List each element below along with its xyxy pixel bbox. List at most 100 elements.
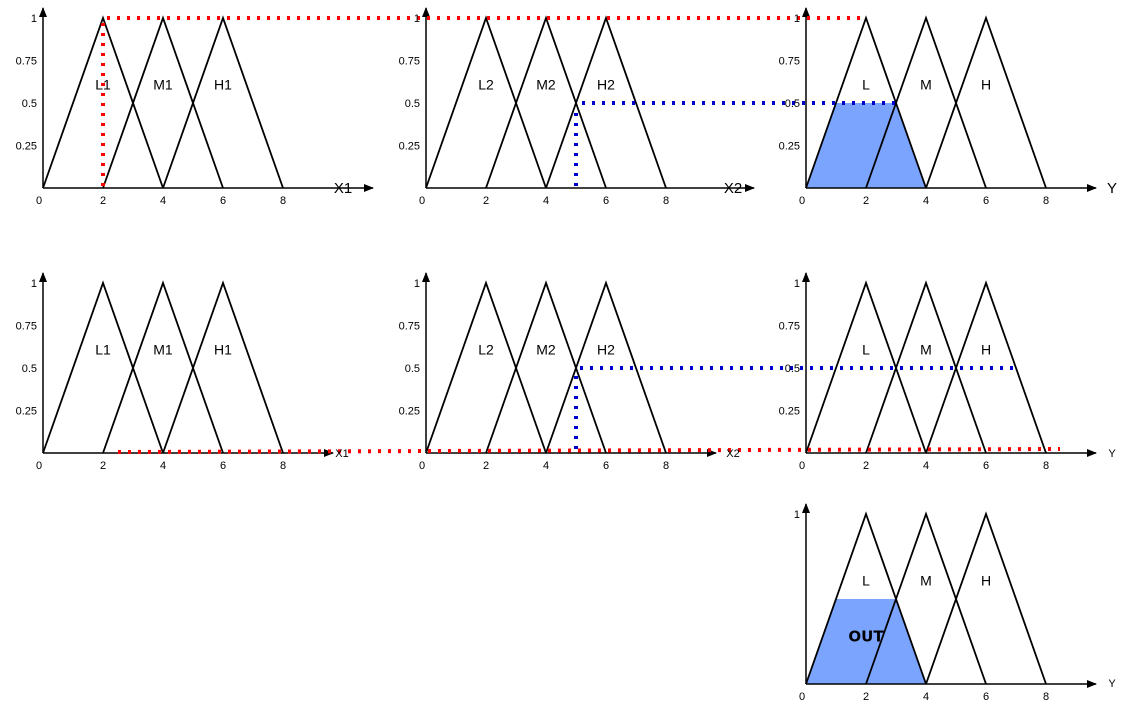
panel-r2-x1 [39,272,334,457]
panel-r2-y-y-tick: 0.25 [779,406,800,418]
panel-out-y-clipped-area [806,599,926,684]
panel-out-y-mf-M [865,511,987,685]
panel-r1-y [802,7,1097,192]
panel-r1-y-set-label-H: H [981,76,991,92]
panel-r2-x2-y-tick: 0.25 [399,406,420,418]
panel-r1-x2-x-tick: 0 [419,195,425,207]
panel-r2-y-mf-M [865,280,987,454]
panel-r2-y-x-tick: 8 [1043,460,1049,472]
panel-r1-x1-axis-label: X1 [334,180,352,197]
panel-r1-y-y-tick: 0.25 [779,141,800,153]
panel-r1-y-mf-M [865,15,987,189]
panel-r2-x1-x-tick: 4 [160,460,166,472]
panel-r1-x1-y-tick: 0.25 [16,141,37,153]
panel-r2-x2-set-label-H2: H2 [597,341,615,357]
panel-r1-x2-mf-L2 [425,15,547,189]
panel-r1-y-x-tick: 6 [983,195,989,207]
panel-r2-x2-axis-label: X2 [726,448,739,460]
panel-r2-y-y-tick: 1 [794,278,800,290]
panel-out-y-x-tick: 8 [1043,691,1049,703]
panel-r1-y-axis-label: Y [1107,180,1117,197]
panel-r1-x1-set-label-L1: L1 [95,76,111,92]
panel-r2-y-set-label-M: M [920,341,932,357]
panel-r1-x2-mf-H2 [545,15,667,189]
panel-r1-y-set-label-L: L [862,76,870,92]
panel-r2-x1-x-tick: 2 [100,460,106,472]
panel-r2-x1-set-label-L1: L1 [95,341,111,357]
panel-r2-x1-mf-M1 [102,280,224,454]
panel-r1-y-mf-H [925,15,1047,189]
panel-r1-x2-y-tick: 0.75 [399,56,420,68]
panel-r1-x1-x-tick: 8 [280,195,286,207]
panel-r2-x1-set-label-H1: H1 [214,341,232,357]
panel-r1-x1-set-label-M1: M1 [153,76,173,92]
panel-r1-x2-y-tick: 0.5 [405,98,420,110]
panel-r2-y-y-tick: 0.5 [785,363,800,375]
panel-out-y-set-label-M: M [920,572,932,588]
panel-r1-x1-y-tick: 0.75 [16,56,37,68]
panel-r2-x2 [422,272,717,457]
panel-r2-y-x-tick: 0 [799,460,805,472]
panel-r1-x2-set-label-H2: H2 [597,76,615,92]
panel-r2-x1-axis-label: X1 [335,448,348,460]
panel-out-y-mf-L [805,511,927,685]
panel-r2-y-axis-label: Y [1108,448,1116,460]
panel-r1-x1-x-tick: 6 [220,195,226,207]
panel-r2-x2-x-tick: 0 [419,460,425,472]
panel-out-y-x-tick: 0 [799,691,805,703]
panel-r2-y [802,272,1097,457]
panel-r2-x1-y-tick: 0.75 [16,321,37,333]
panel-r1-x1-set-label-H1: H1 [214,76,232,92]
panel-out-y-set-label-L: L [862,572,870,588]
panel-r1-y-set-label-M: M [920,76,932,92]
panel-r1-x1-mf-L1 [42,15,164,189]
panel-r2-x2-y-tick: 0.75 [399,321,420,333]
panel-r2-x2-y-tick: 0.5 [405,363,420,375]
panel-r2-x2-set-label-M2: M2 [536,341,556,357]
panel-r2-x1-mf-L1 [42,280,164,454]
panel-r2-x2-x-tick: 4 [543,460,549,472]
panel-r2-y-x-tick: 6 [983,460,989,472]
panel-r1-x2-y-tick: 0.25 [399,141,420,153]
panel-r2-y-set-label-H: H [981,341,991,357]
panel-r1-x2-y-tick: 1 [414,13,420,25]
panel-r2-y-y-tick: 0.75 [779,321,800,333]
panel-r1-x2-mf-M2 [485,15,607,189]
panel-r1-y-y-tick: 1 [794,13,800,25]
panel-r1-y-x-tick: 2 [863,195,869,207]
panel-r2-y-x-tick: 2 [863,460,869,472]
panel-out-y-axis-label: Y [1108,678,1116,690]
panel-r2-x2-y-tick: 1 [414,278,420,290]
panel-r2-x1-y-tick: 0.5 [22,363,37,375]
panel-r1-y-x-tick: 8 [1043,195,1049,207]
panel-out-y-result-label: OUT [848,628,884,646]
panel-r2-x1-y-tick: 0.25 [16,406,37,418]
panel-r1-y-clipped-area [806,103,926,188]
panel-r1-y-y-tick: 0.5 [785,98,800,110]
panel-r2-x1-set-label-M1: M1 [153,341,173,357]
red-dotted-horizontal-row2 [117,447,1061,454]
panel-r1-x2-x-tick: 8 [663,195,669,207]
panel-r1-x1-mf-H1 [162,15,284,189]
panel-r2-x1-y-tick: 1 [31,278,37,290]
panel-out-y-mf-H [925,511,1047,685]
panel-r2-x2-x-tick: 8 [663,460,669,472]
panel-r1-y-x-tick: 4 [923,195,929,207]
panel-r2-x2-x-tick: 6 [603,460,609,472]
panel-r2-y-mf-H [925,280,1047,454]
panel-r1-x2-axis-label: X2 [724,180,742,197]
panel-r1-x1-x-tick: 0 [36,195,42,207]
panel-out-y-x-tick: 2 [863,691,869,703]
panel-r1-x1-mf-M1 [102,15,224,189]
panel-out-y-x-tick: 4 [923,691,929,703]
panel-r1-x1-y-tick: 0.5 [22,98,37,110]
panel-out-y-set-label-H: H [981,572,991,588]
panel-r1-x2-x-tick: 4 [543,195,549,207]
panel-r1-x1-y-tick: 1 [31,13,37,25]
panel-r1-x1 [39,7,374,192]
panel-r1-x2-x-tick: 6 [603,195,609,207]
panel-r2-y-x-tick: 4 [923,460,929,472]
panel-r2-x2-x-tick: 2 [483,460,489,472]
panel-out-y [802,503,1097,688]
